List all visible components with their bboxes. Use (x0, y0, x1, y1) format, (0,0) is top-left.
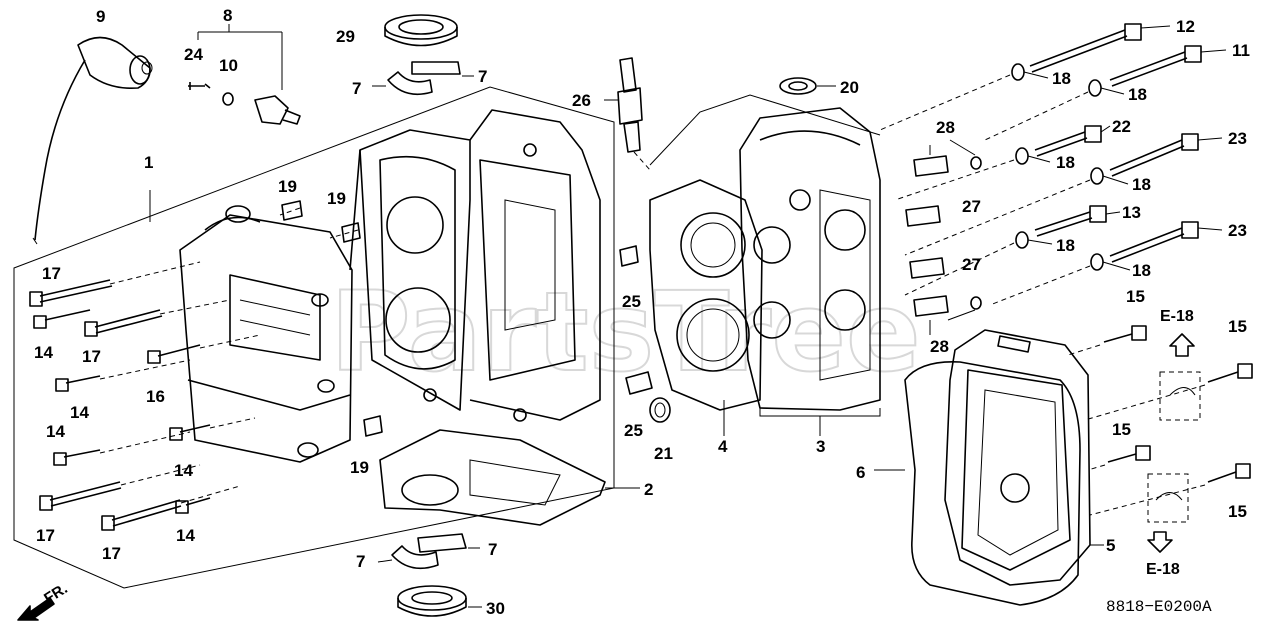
callout-23a: 23 (1228, 129, 1247, 148)
callout-17b: 17 (82, 347, 101, 366)
callout-3: 3 (816, 437, 825, 456)
diagram-reference-code: 8818−E0200A (1106, 598, 1212, 616)
callout-28b: 28 (930, 337, 949, 356)
callout-16: 16 (146, 387, 165, 406)
callout-15a: 15 (1126, 287, 1145, 306)
callout-18e: 18 (1056, 236, 1075, 255)
callout-19b: 19 (327, 189, 346, 208)
callout-26: 26 (572, 91, 591, 110)
callout-18a: 18 (1052, 69, 1071, 88)
e18-section-marks (1147, 333, 1201, 553)
callout-15b: 15 (1228, 317, 1247, 336)
callouts: 9 8 24 10 29 7 7 26 20 12 11 18 18 22 23… (34, 6, 1250, 618)
callout-14d: 14 (174, 461, 193, 480)
callout-28a: 28 (936, 118, 955, 137)
callout-8: 8 (223, 6, 232, 25)
callout-24: 24 (184, 45, 203, 64)
callout-17a: 17 (42, 264, 61, 283)
part-3-cylinder-head (649, 94, 881, 436)
callout-14e: 14 (176, 526, 195, 545)
part-7-bearing-top (372, 61, 474, 96)
callout-5: 5 (1106, 536, 1115, 555)
callout-17c: 17 (36, 526, 55, 545)
callout-18c: 18 (1056, 153, 1075, 172)
part-1-cylinder-block (179, 109, 601, 463)
part-2-gasket (379, 429, 640, 526)
callout-11: 11 (1232, 41, 1250, 60)
callout-25a: 25 (622, 292, 641, 311)
front-direction-arrow: FR. (17, 580, 71, 621)
callout-7b: 7 (478, 67, 487, 86)
part-15-bolts (1067, 325, 1253, 516)
callout-7d: 7 (488, 540, 497, 559)
callout-29: 29 (336, 27, 355, 46)
callout-18d: 18 (1132, 175, 1151, 194)
part-30-seal (397, 585, 482, 617)
part-25-dowels (619, 245, 653, 395)
callout-25b: 25 (624, 421, 643, 440)
callout-17d: 17 (102, 544, 121, 563)
part-7-bearing-bottom (377, 533, 480, 570)
callout-18b: 18 (1128, 85, 1147, 104)
part-27-28-dowels (905, 139, 982, 335)
callout-1: 1 (144, 153, 153, 172)
part-9-sensor (32, 36, 153, 245)
long-bolts-right (879, 23, 1227, 306)
callout-22: 22 (1112, 117, 1131, 136)
callout-6: 6 (856, 463, 865, 482)
callout-14a: 14 (34, 343, 53, 362)
part-21-o-ring (649, 397, 671, 423)
part-29-seal (384, 14, 458, 47)
section-ref-e18-top: E-18 (1160, 308, 1194, 325)
callout-15c: 15 (1112, 420, 1131, 439)
watermark: PartsTree (330, 268, 921, 396)
callout-14b: 14 (70, 403, 89, 422)
callout-15d: 15 (1228, 502, 1247, 521)
part-6-cover-gasket (874, 361, 1081, 606)
callout-30: 30 (486, 599, 505, 618)
callout-2: 2 (644, 480, 653, 499)
left-bolts (29, 261, 261, 531)
part-26-spark-plug (604, 57, 651, 171)
callout-19a: 19 (278, 177, 297, 196)
callout-4: 4 (718, 437, 728, 456)
callout-19c: 19 (350, 458, 369, 477)
callout-27a: 27 (962, 197, 981, 216)
callout-13: 13 (1122, 203, 1141, 222)
callout-12: 12 (1176, 17, 1195, 36)
part-19-dowel-pins (279, 200, 383, 437)
callout-7c: 7 (356, 552, 365, 571)
section-ref-e18-bottom: E-18 (1146, 561, 1180, 578)
part-8-thermo-switch (188, 24, 301, 125)
callout-18f: 18 (1132, 261, 1151, 280)
callout-23b: 23 (1228, 221, 1247, 240)
callout-20: 20 (840, 78, 859, 97)
part-20-seal (779, 77, 836, 95)
callout-7a: 7 (352, 79, 361, 98)
part-4-head-gasket (649, 179, 763, 436)
part-5-cylinder-head-cover (944, 329, 1104, 586)
callout-14c: 14 (46, 422, 65, 441)
callout-27b: 27 (962, 255, 981, 274)
callout-10: 10 (219, 56, 238, 75)
callout-21: 21 (654, 444, 673, 463)
callout-9: 9 (96, 7, 105, 26)
